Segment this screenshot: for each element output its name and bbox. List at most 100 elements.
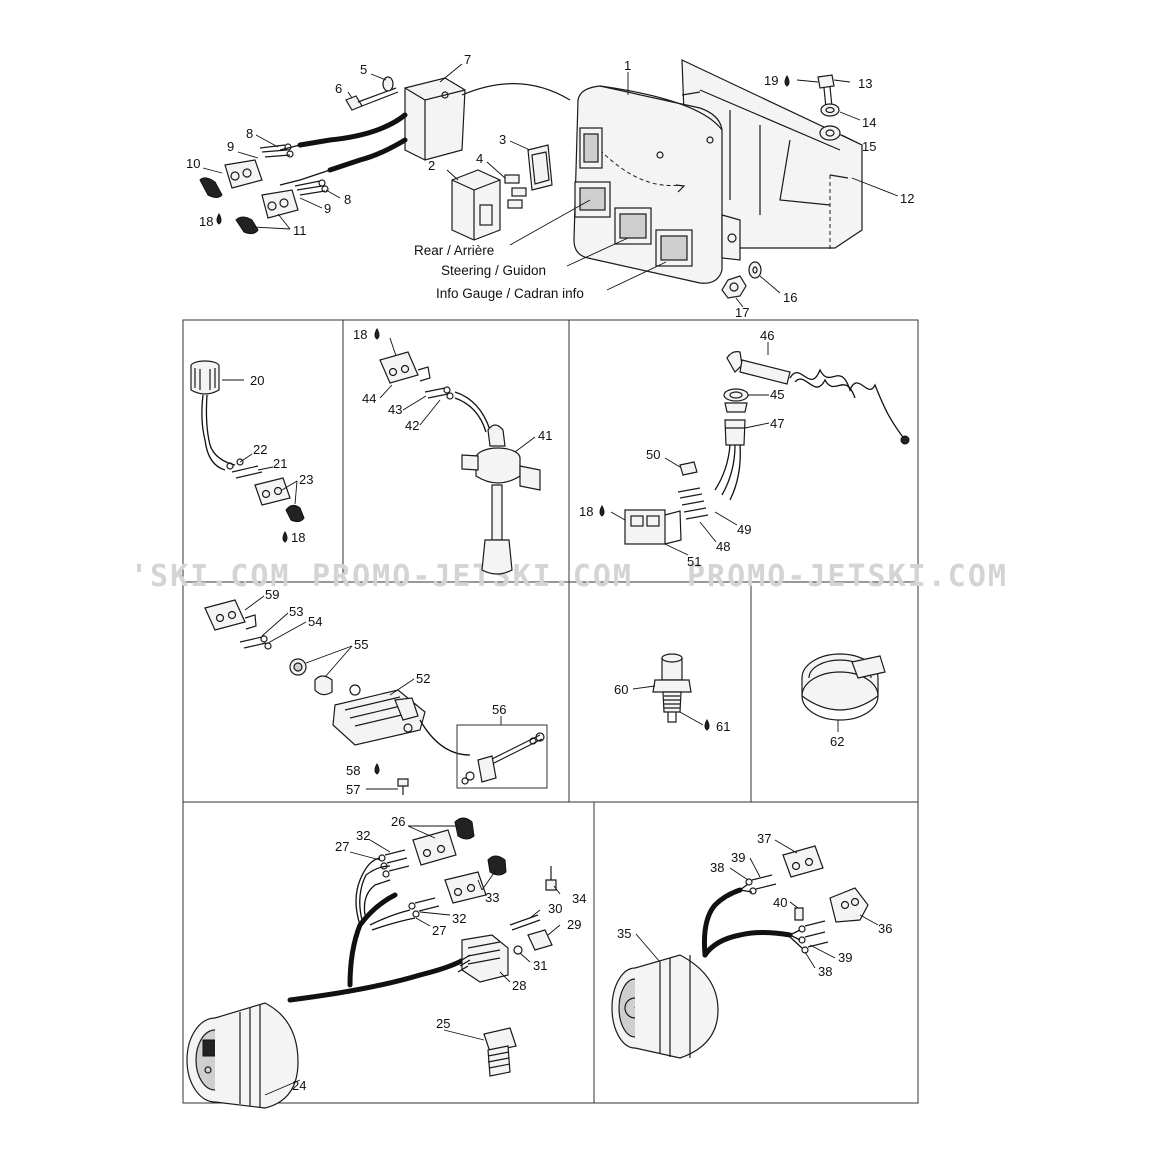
callout-15: 15 [862, 139, 876, 154]
connector-44 [379, 351, 419, 384]
callout-28: 28 [512, 978, 526, 993]
caption-info-gauge: Info Gauge / Cadran info [436, 286, 584, 301]
screw-57 [397, 778, 409, 787]
callout-18b: 18 [291, 530, 305, 545]
callout-58: 58 [346, 763, 360, 778]
connector-51 [624, 509, 666, 545]
regulator-7 [404, 77, 466, 161]
post-46 [726, 351, 743, 373]
connector-28 [461, 934, 509, 983]
callouts: 1 2 3 4 5 6 7 8 8 9 9 10 11 12 13 14 15 … [186, 52, 914, 1093]
speedometer-group [611, 839, 879, 1059]
callout-29: 29 [567, 917, 581, 932]
callout-46: 46 [760, 328, 774, 343]
callout-4: 4 [476, 151, 483, 166]
callout-62: 62 [830, 734, 844, 749]
callout-5: 5 [360, 62, 367, 77]
callout-17: 17 [735, 305, 749, 320]
ring-62-group [801, 653, 886, 732]
callout-12: 12 [900, 191, 914, 206]
clip-29 [527, 929, 553, 951]
callout-44: 44 [362, 391, 376, 406]
drop-icon [599, 504, 605, 517]
callout-18a: 18 [199, 214, 213, 229]
washer-5 [382, 76, 394, 92]
cover-3 [527, 144, 553, 191]
terminal-50 [679, 461, 698, 476]
info-gauge-group [186, 817, 561, 1109]
fuse-4a [504, 174, 520, 184]
callout-23: 23 [299, 472, 313, 487]
callout-55: 55 [354, 637, 368, 652]
callout-24: 24 [292, 1078, 306, 1093]
callout-53: 53 [289, 604, 303, 619]
callout-52: 52 [416, 671, 430, 686]
callout-34: 34 [572, 891, 586, 906]
washer-16 [748, 261, 762, 279]
callout-32b: 32 [452, 911, 466, 926]
captions: Rear / Arrière Steering / Guidon Info Ga… [414, 243, 584, 301]
callout-14: 14 [862, 115, 876, 130]
watermark-segment-2: PROMO-JETSKI.COM [312, 559, 633, 594]
callout-59: 59 [265, 587, 279, 602]
seal-23 [285, 504, 305, 523]
pin-34 [545, 879, 557, 891]
callout-42: 42 [405, 418, 419, 433]
callout-10: 10 [186, 156, 200, 171]
callout-39b: 39 [838, 950, 852, 965]
callout-56: 56 [492, 702, 506, 717]
callout-7: 7 [464, 52, 471, 67]
callout-39a: 39 [731, 850, 745, 865]
switch-47 [724, 419, 746, 446]
washer-15 [819, 125, 841, 141]
drop-icon [704, 718, 710, 731]
callout-30: 30 [548, 901, 562, 916]
callout-51: 51 [687, 554, 701, 569]
callout-8a: 8 [246, 126, 253, 141]
callout-8b: 8 [344, 192, 351, 207]
callout-38b: 38 [818, 964, 832, 979]
callout-47: 47 [770, 416, 784, 431]
module-2 [451, 169, 501, 241]
ecm-assembly [199, 59, 863, 299]
callout-25: 25 [436, 1016, 450, 1031]
watermark-segment-3: PROMO-JETSKI.COM [687, 559, 1008, 594]
callout-43: 43 [388, 402, 402, 417]
callout-49: 49 [737, 522, 751, 537]
watermark: 'SKI.COM PROMO-JETSKI.COM PROMO-JETSKI.C… [130, 559, 1008, 594]
callout-41: 41 [538, 428, 552, 443]
caption-rear: Rear / Arrière [414, 243, 494, 258]
callout-45: 45 [770, 387, 784, 402]
screw-6 [345, 95, 363, 111]
trim-sensor-group [204, 595, 548, 795]
callout-18d: 18 [579, 504, 593, 519]
nut-17 [721, 275, 747, 299]
connector-26a [412, 829, 457, 866]
callout-50: 50 [646, 447, 660, 462]
lanyard-group [610, 342, 910, 556]
fuse-4c [507, 199, 523, 209]
callout-61: 61 [716, 719, 730, 734]
lockwasher-14 [820, 103, 840, 117]
fuse-4b [511, 187, 527, 197]
callout-33: 33 [485, 890, 499, 905]
watermark-segment-1: 'SKI.COM [130, 559, 291, 594]
callout-37: 37 [757, 831, 771, 846]
callout-1: 1 [624, 58, 631, 73]
callout-54: 54 [308, 614, 322, 629]
washer-45 [723, 388, 749, 402]
callout-22: 22 [253, 442, 267, 457]
seal-10 [199, 177, 223, 198]
seal-33 [487, 855, 507, 876]
pin-40 [794, 907, 804, 921]
callout-9a: 9 [227, 139, 234, 154]
callout-27b: 27 [432, 923, 446, 938]
connector-59 [204, 599, 246, 631]
callout-11: 11 [293, 223, 307, 238]
top-leaders [202, 63, 899, 308]
callout-6: 6 [335, 81, 342, 96]
callout-18c: 18 [353, 327, 367, 342]
connector-23 [254, 477, 291, 506]
